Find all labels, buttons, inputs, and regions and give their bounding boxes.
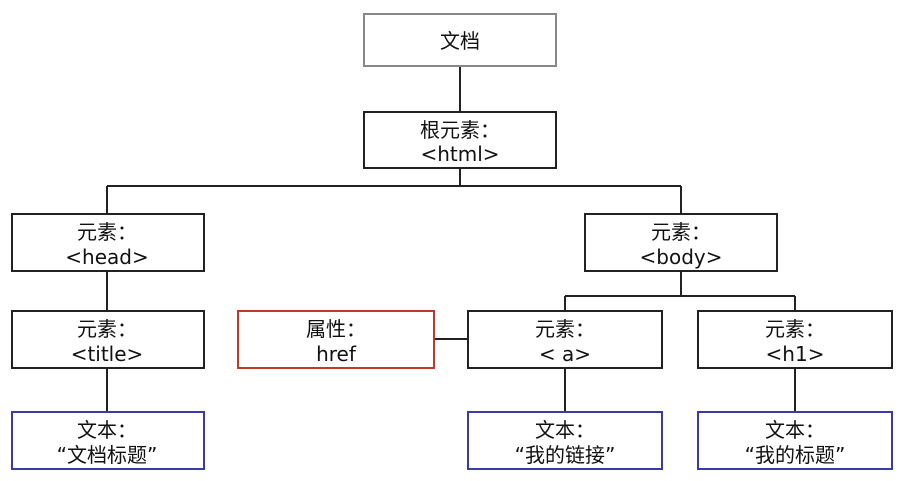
node-root-line1: 根元素： <box>420 118 500 142</box>
node-text-a-box <box>467 411 663 470</box>
node-a-line1: 元素： <box>535 317 595 341</box>
node-root-html: 根元素： <html> <box>363 111 557 169</box>
node-text-h1-box <box>697 411 893 470</box>
node-a-line2: < a> <box>539 342 591 366</box>
node-head-line2: <head> <box>65 245 148 269</box>
node-attr-box <box>237 310 435 369</box>
node-title-box <box>11 310 205 369</box>
node-head: 元素： <head> <box>11 213 205 272</box>
node-document-label: 文档 <box>440 29 480 53</box>
node-document-box <box>363 13 557 67</box>
node-h1-line1: 元素： <box>765 317 825 341</box>
node-text-title-line1: 文本： <box>77 418 137 442</box>
node-title-line1: 元素： <box>77 317 137 341</box>
node-h1-line2: <h1> <box>766 342 825 366</box>
node-a-box <box>467 310 663 369</box>
node-title-line2: <title> <box>71 342 144 366</box>
node-a: 元素： < a> <box>467 310 663 369</box>
node-head-box <box>11 213 205 272</box>
node-root-line2: <html> <box>420 142 499 166</box>
node-text-h1-line1: 文本： <box>765 418 825 442</box>
node-head-line1: 元素： <box>77 220 137 244</box>
node-text-title-box <box>11 411 205 470</box>
node-body-line1: 元素： <box>651 220 711 244</box>
node-h1-box <box>697 310 893 369</box>
connectors <box>106 66 796 412</box>
node-document: 文档 <box>363 13 557 67</box>
node-text-a: 文本： “我的链接” <box>467 411 663 470</box>
node-root-box <box>363 111 557 169</box>
node-text-a-line2: “我的链接” <box>515 443 616 467</box>
node-text-h1-line2: “我的标题” <box>745 443 846 467</box>
node-body-line2: <body> <box>640 245 723 269</box>
node-h1: 元素： <h1> <box>697 310 893 369</box>
node-attr-line2: href <box>316 342 357 366</box>
node-text-title-line2: “文档标题” <box>57 443 158 467</box>
node-attribute-href: 属性： href <box>237 310 435 369</box>
node-attr-line1: 属性： <box>306 317 366 341</box>
node-body-box <box>584 213 778 272</box>
node-title: 元素： <title> <box>11 310 205 369</box>
node-text-a-line1: 文本： <box>535 418 595 442</box>
node-body: 元素： <body> <box>584 213 778 272</box>
node-text-h1: 文本： “我的标题” <box>697 411 893 470</box>
node-text-title: 文本： “文档标题” <box>11 411 205 470</box>
